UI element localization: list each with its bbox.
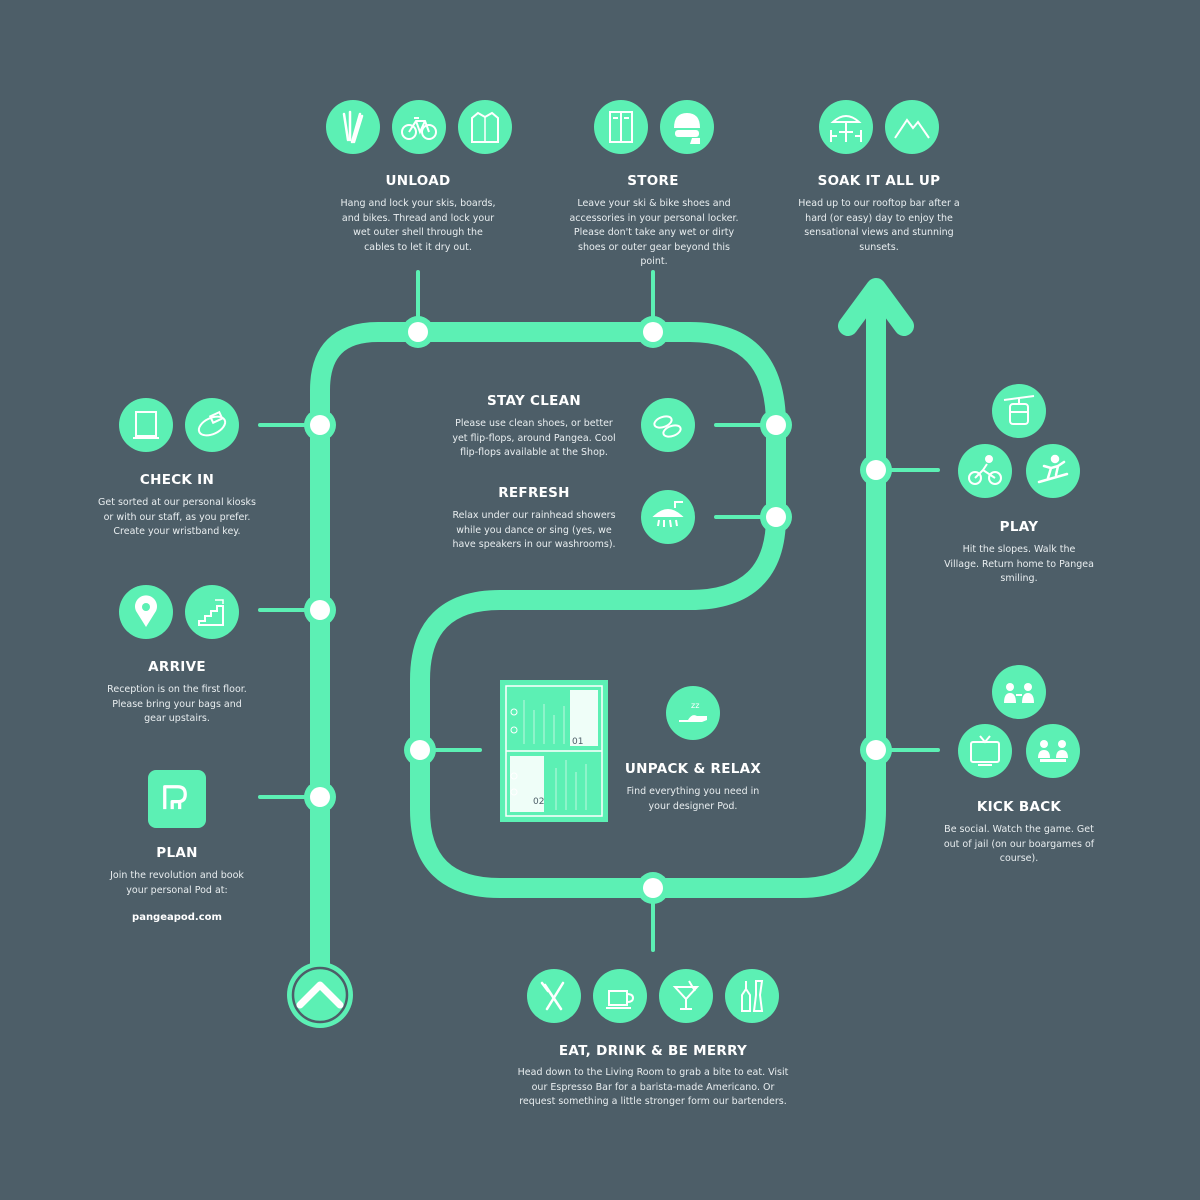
locker-icon [594,100,648,154]
play-description: Hit the slopes. Walk the Village. Return… [944,544,1094,584]
station-connectors [258,270,940,952]
jacket-icon [458,100,512,154]
board-game-icon [1026,724,1080,778]
station-checkin [304,409,336,441]
socializing-icon [992,665,1046,719]
soak-description: Head up to our rooftop bar after a hard … [798,198,960,253]
plan-title: PLAN [156,845,198,861]
unload-title: UNLOAD [385,173,451,189]
kickback-description: Be social. Watch the game. Get out of ja… [943,824,1095,864]
chevron-up-icon [296,981,344,1009]
mountains-icon [885,100,939,154]
eat-description: Head down to the Living Room to grab a b… [517,1067,789,1107]
station-arrive [304,594,336,626]
pangea-logo-icon [148,770,206,828]
station-unpack [404,734,436,766]
arrive-description: Reception is on the first floor. Please … [107,684,247,724]
refresh-description: Relax under our rainhead showers while y… [452,510,616,550]
unpack-description: Find everything you need in your designe… [626,786,760,812]
station-eat [637,872,669,904]
cyclist-icon [958,444,1012,498]
station-play [860,454,892,486]
svg-text:zz: zz [691,701,699,710]
store-title: STORE [627,173,679,189]
stations [304,316,892,904]
store-description: Leave your ski & bike shoes and accessor… [569,198,739,267]
wine-bottle-icon [725,969,779,1023]
station-refresh [760,501,792,533]
refresh-title: REFRESH [498,485,570,501]
tv-icon [958,724,1012,778]
bicycle-icon [392,100,446,154]
station-stayclean [760,409,792,441]
pod-label-lower: 02 [533,797,544,807]
wristband-icon [185,398,239,452]
gondola-icon [992,384,1046,438]
checkin-description: Get sorted at our personal kiosks or wit… [98,497,256,537]
station-kickback [860,734,892,766]
checkin-title: CHECK IN [139,472,215,488]
ski-poles-icon [326,100,380,154]
pangea-website-link[interactable]: pangeapod.com [132,912,222,923]
soak-title: SOAK IT ALL UP [817,173,941,189]
snowboarder-icon [1026,444,1080,498]
start-circle [287,962,353,1028]
patio-table-icon [819,100,873,154]
kickback-title: KICK BACK [976,799,1062,815]
stairs-icon [185,585,239,639]
kiosk-icon [119,398,173,452]
station-plan [304,781,336,813]
helmet-goggles-icon [660,100,714,154]
cutlery-icon [527,969,581,1023]
location-pin-icon [119,585,173,639]
play-title: PLAY [999,519,1039,535]
station-store [637,316,669,348]
flip-flops-icon [641,398,695,452]
unload-description: Hang and lock your skis, boards, and bik… [340,198,496,253]
pod-floorplan-icon: 01 02 [500,680,608,822]
unpack-title: UNPACK & RELAX [624,761,762,777]
shower-icon [641,490,695,544]
cocktail-icon [659,969,713,1023]
eat-title: EAT, DRINK & BE MERRY [558,1043,748,1059]
stayclean-title: STAY CLEAN [487,393,581,409]
plan-description: Join the revolution and book your person… [110,870,244,896]
arrive-title: ARRIVE [148,659,206,675]
route-arrow-head [838,278,914,336]
coffee-cup-icon [593,969,647,1023]
station-unload [402,316,434,348]
sleeping-icon: zz [666,686,720,740]
stayclean-description: Please use clean shoes, or better yet fl… [452,418,616,458]
pod-label-upper: 01 [572,737,583,747]
